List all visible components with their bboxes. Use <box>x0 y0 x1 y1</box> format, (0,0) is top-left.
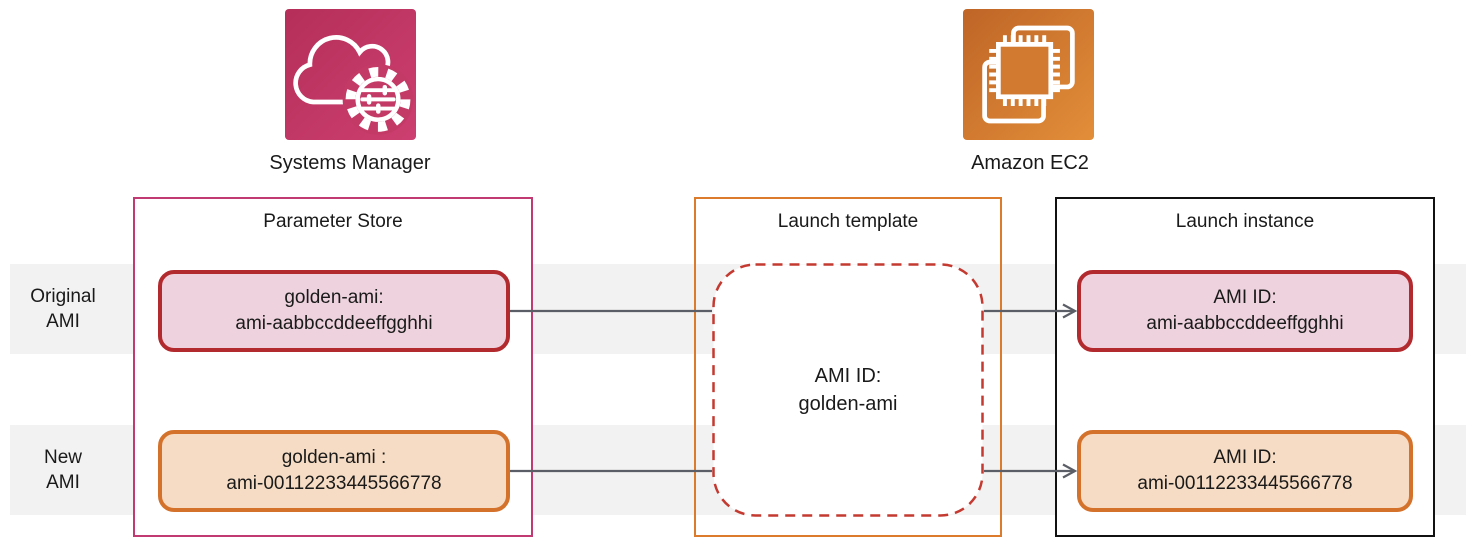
param-store-original-ami-pill: golden-ami: ami-aabbccddeeffgghhi <box>158 270 510 352</box>
launch-template-ami-ref-box: AMI ID: golden-ami <box>712 263 984 517</box>
amazon-ec2-icon <box>963 9 1094 140</box>
ami-ref-line: AMI ID: <box>814 365 882 387</box>
launch-template-ami-ref-text: AMI ID: golden-ami <box>712 263 984 517</box>
row-label-line: AMI <box>46 472 80 493</box>
pill-line: AMI ID: <box>1213 447 1277 468</box>
row-label-line: Original <box>30 286 96 307</box>
row-label-line: AMI <box>46 311 80 332</box>
pill-line: ami-aabbccddeeffgghhi <box>235 313 433 334</box>
pill-line: AMI ID: <box>1213 287 1277 308</box>
instance-original-ami-pill: AMI ID: ami-aabbccddeeffgghhi <box>1077 270 1413 352</box>
ami-ref-line: golden-ami <box>798 393 898 415</box>
row-label-original-ami: Original AMI <box>10 264 116 354</box>
param-store-new-ami-pill: golden-ami : ami-00112233445566778 <box>158 430 510 512</box>
launch-template-title: Launch template <box>777 211 919 232</box>
row-label-new-ami: New AMI <box>10 425 116 515</box>
instance-new-ami-pill: AMI ID: ami-00112233445566778 <box>1077 430 1413 512</box>
pill-line: golden-ami : <box>281 447 387 468</box>
pill-line: golden-ami: <box>284 287 384 308</box>
systems-manager-label: Systems Manager <box>269 152 431 174</box>
row-label-line: New <box>43 447 82 468</box>
amazon-ec2-label: Amazon EC2 <box>971 152 1089 174</box>
launch-instance-title: Launch instance <box>1175 211 1315 232</box>
pill-line: ami-00112233445566778 <box>1137 473 1353 494</box>
parameter-store-title: Parameter Store <box>263 211 403 232</box>
launch-template-box: Launch template <box>694 197 1002 537</box>
pill-line: ami-aabbccddeeffgghhi <box>1146 313 1344 334</box>
systems-manager-icon <box>285 9 416 140</box>
pill-line: ami-00112233445566778 <box>226 473 442 494</box>
